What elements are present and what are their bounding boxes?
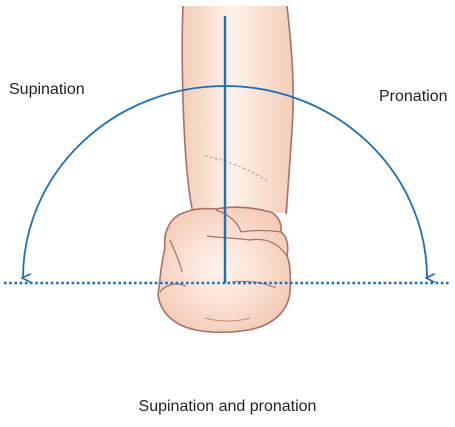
pronation-label: Pronation xyxy=(379,88,448,106)
figure-caption: Supination and pronation xyxy=(0,398,455,416)
supination-label: Supination xyxy=(9,81,85,99)
forearm xyxy=(182,6,293,214)
